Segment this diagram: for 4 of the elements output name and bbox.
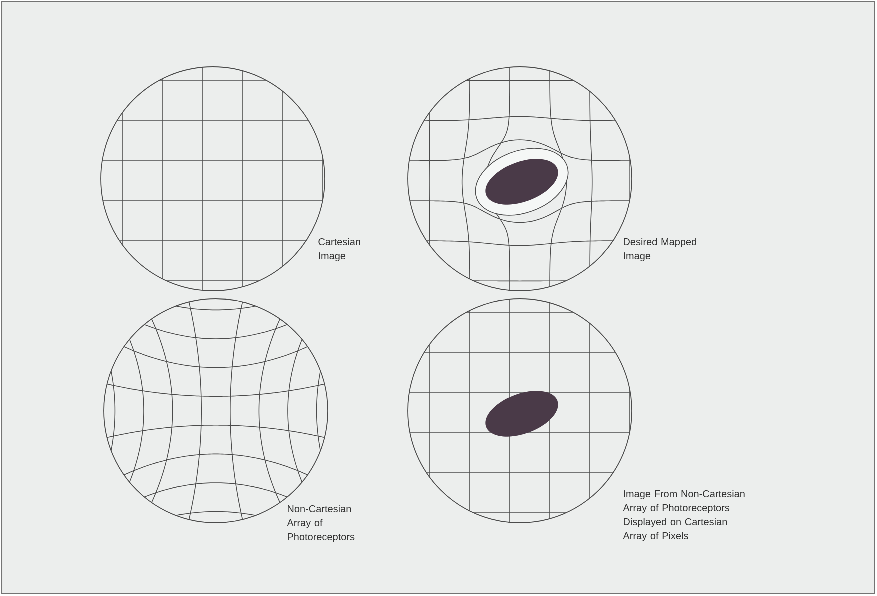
caption: Non-Cartesian Array of Photoreceptors bbox=[287, 505, 355, 542]
caption: Desired Mapped Image bbox=[624, 238, 696, 262]
caption: Cartesian Image bbox=[318, 238, 360, 262]
caption: Image From Non-Cartesian Array of Photoreceptors Displayed on Cartesian Array of Pixels bbox=[623, 490, 745, 542]
